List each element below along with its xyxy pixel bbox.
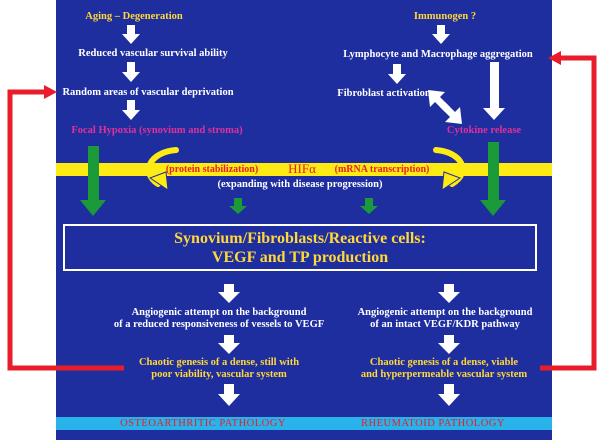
lower-flow-arrows bbox=[218, 284, 460, 406]
arrow-random-to-hypoxia bbox=[122, 100, 140, 120]
rheumatoid-pathology-label: RHEUMATOID PATHOLOGY bbox=[361, 418, 505, 429]
feedback-arrow-right bbox=[540, 51, 597, 371]
right-flow-arrows bbox=[388, 25, 505, 120]
green-arrows bbox=[80, 142, 506, 216]
arrow-box-to-right-attempt bbox=[438, 284, 460, 303]
double-arrow-fibroblast-cytokine bbox=[428, 90, 462, 124]
arrow-aging-to-reduced bbox=[122, 25, 140, 44]
aggregation-label: Lymphocyte and Macrophage aggregation bbox=[343, 49, 533, 60]
arrow-aggregation-to-cytokine bbox=[483, 62, 505, 120]
arrow-left-genesis-to-pathology bbox=[218, 384, 240, 406]
arrow-aggregation-to-fibroblast bbox=[388, 64, 406, 84]
left-genesis-line2: poor viability, vascular system bbox=[151, 369, 287, 380]
green-arrow-right-long bbox=[480, 142, 506, 216]
random-deprivation-label: Random areas of vascular deprivation bbox=[62, 87, 234, 98]
arrow-immunogen-to-aggregation bbox=[432, 25, 450, 44]
curved-arrow-right-head bbox=[441, 171, 462, 192]
feedback-arrow-left bbox=[7, 85, 124, 371]
arrow-right-attempt-to-genesis bbox=[438, 335, 460, 354]
box-title-line2: VEGF and TP production bbox=[211, 249, 389, 266]
arrow-box-to-left-attempt bbox=[218, 284, 240, 303]
left-attempt-line2: of a reduced responsiveness of vessels t… bbox=[113, 319, 325, 330]
mrna-transcription-label: (mRNA transcription) bbox=[334, 164, 430, 175]
arrow-right-genesis-to-pathology bbox=[438, 384, 460, 406]
green-arrow-center-left bbox=[229, 198, 247, 214]
osteoarthritic-pathology-label: OSTEOARTHRITIC PATHOLOGY bbox=[120, 418, 286, 429]
right-attempt-line2: of an intact VEGF/KDR pathway bbox=[370, 319, 520, 330]
green-arrow-center-right bbox=[360, 198, 378, 214]
protein-stabilization-label: (protein stabilization) bbox=[165, 164, 259, 175]
left-flow-arrows bbox=[122, 25, 140, 120]
fibroblast-activation-label: Fibroblast activation bbox=[337, 88, 431, 99]
expanding-label: (expanding with disease progression) bbox=[217, 179, 383, 190]
right-genesis-line1: Chaotic genesis of a dense, viable bbox=[369, 357, 519, 368]
left-attempt-line1: Angiogenic attempt on the background bbox=[131, 307, 307, 318]
aging-label: Aging – Degeneration bbox=[85, 11, 183, 22]
central-box bbox=[63, 224, 537, 271]
immunogen-label: Immunogen ? bbox=[413, 11, 477, 22]
green-arrow-left-long bbox=[80, 146, 106, 216]
pathology-band bbox=[56, 417, 552, 430]
arrow-left-attempt-to-genesis bbox=[218, 335, 240, 354]
left-genesis-line1: Chaotic genesis of a dense, still with bbox=[138, 357, 300, 368]
hif-label: HIFα bbox=[288, 161, 316, 176]
cytokine-release-label: Cytokine release bbox=[446, 125, 522, 136]
curved-arrow-left-head bbox=[148, 171, 169, 192]
reduced-survival-label: Reduced vascular survival ability bbox=[78, 48, 228, 59]
arrow-reduced-to-random bbox=[122, 62, 140, 82]
right-attempt-line1: Angiogenic attempt on the background bbox=[357, 307, 533, 318]
focal-hypoxia-label: Focal Hypoxia (synovium and stroma) bbox=[71, 125, 243, 136]
box-title-line1: Synovium/Fibroblasts/Reactive cells: bbox=[174, 230, 426, 247]
hif-band bbox=[56, 163, 552, 176]
right-genesis-line2: and hyperpermeable vascular system bbox=[360, 369, 528, 380]
